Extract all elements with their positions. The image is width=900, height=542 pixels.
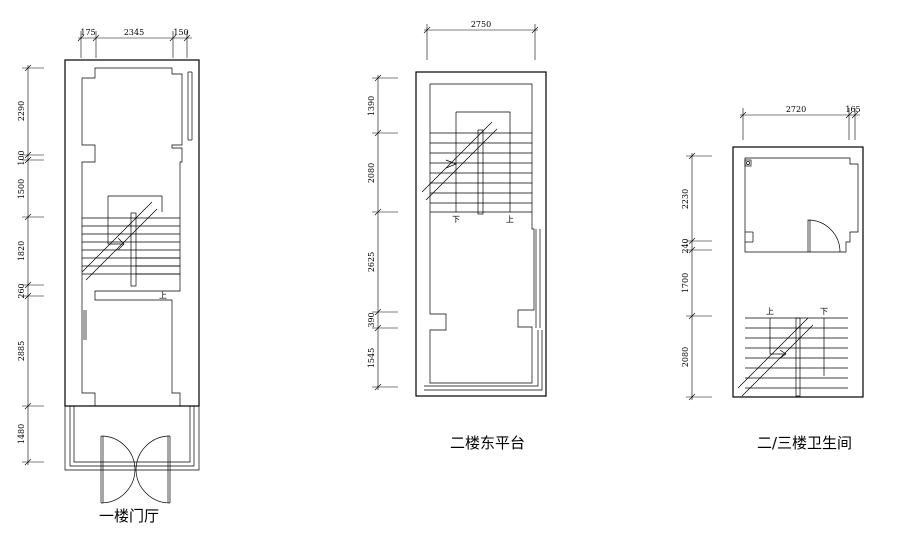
plan-2-height-dim-2: 2080 xyxy=(367,163,376,183)
plan-1-height-dim-4: 1820 xyxy=(17,241,26,261)
plan-1-staircase: 上 xyxy=(81,195,180,300)
plan-1-height-dim-1: 2290 xyxy=(17,101,26,121)
plan-2-height-dim-4: 390 xyxy=(367,312,376,327)
plan-3-width-dim-1: 2720 xyxy=(786,105,806,114)
plan-3-height-dim-1: 2230 xyxy=(681,189,690,209)
plan-3-washroom: 2720 165 2230 240 1700 2080 xyxy=(681,105,864,401)
plan-2-height-dim-5: 1545 xyxy=(367,348,376,368)
plan-1-width-dim-2: 2345 xyxy=(124,28,144,37)
plan-1-walls xyxy=(64,59,200,407)
plan-3-title: 二/三楼卫生间 xyxy=(757,434,853,452)
plan-1-stair-mark: 上 xyxy=(159,291,167,300)
plan-1-height-dim-7: 1480 xyxy=(17,424,26,444)
plan-2-stair-mark-up: 上 xyxy=(506,215,514,224)
plan-1-height-dim-6: 2885 xyxy=(17,341,26,361)
plan-3-height-dimensions: 2230 240 1700 2080 xyxy=(681,152,712,401)
plan-3-height-dim-4: 2080 xyxy=(681,347,690,367)
plan-1-ground-floor-lobby: 175 2345 150 2290 100 1500 182 xyxy=(17,28,200,504)
plan-1-height-dim-2: 100 xyxy=(17,150,26,165)
plan-2-width-dim-1: 2750 xyxy=(471,20,491,29)
plan-3-staircase: 上 下 xyxy=(737,307,848,397)
plan-3-stair-mark-up: 上 xyxy=(766,307,774,316)
plan-2-east-platform: 2750 1390 2080 2625 390 1545 xyxy=(367,20,547,397)
plan-1-title: 一楼门厅 xyxy=(99,507,160,525)
plan-2-staircase: 下 上 xyxy=(421,111,532,224)
plan-1-width-dim-1: 175 xyxy=(80,28,95,37)
plan-2-height-dim-3: 2625 xyxy=(367,252,376,272)
plan-3-height-dim-2: 240 xyxy=(681,238,690,253)
plan-1-height-dim-5: 260 xyxy=(17,283,26,298)
plan-3-width-dimensions: 2720 165 xyxy=(739,105,861,140)
plan-2-height-dim-1: 1390 xyxy=(367,96,376,116)
plan-3-height-dim-3: 1700 xyxy=(681,273,690,293)
plan-3-walls xyxy=(732,146,864,398)
plan-2-walls xyxy=(415,71,547,397)
plan-2-height-dimensions: 1390 2080 2625 390 1545 xyxy=(367,74,398,391)
plan-1-entrance-doors xyxy=(64,406,200,504)
plan-2-title: 二楼东平台 xyxy=(450,434,526,452)
plan-1-width-dimensions: 175 2345 150 xyxy=(77,28,192,58)
plan-1-height-dimensions: 2290 100 1500 1820 260 2885 1480 xyxy=(17,64,44,466)
plan-2-stair-mark-down: 下 xyxy=(452,215,460,224)
plan-3-width-dim-2: 165 xyxy=(845,105,860,114)
plan-1-width-dim-3: 150 xyxy=(173,28,188,37)
plan-3-stair-mark-down: 下 xyxy=(820,307,828,316)
plan-2-width-dimensions: 2750 xyxy=(423,20,539,60)
plan-1-height-dim-3: 1500 xyxy=(17,179,26,199)
